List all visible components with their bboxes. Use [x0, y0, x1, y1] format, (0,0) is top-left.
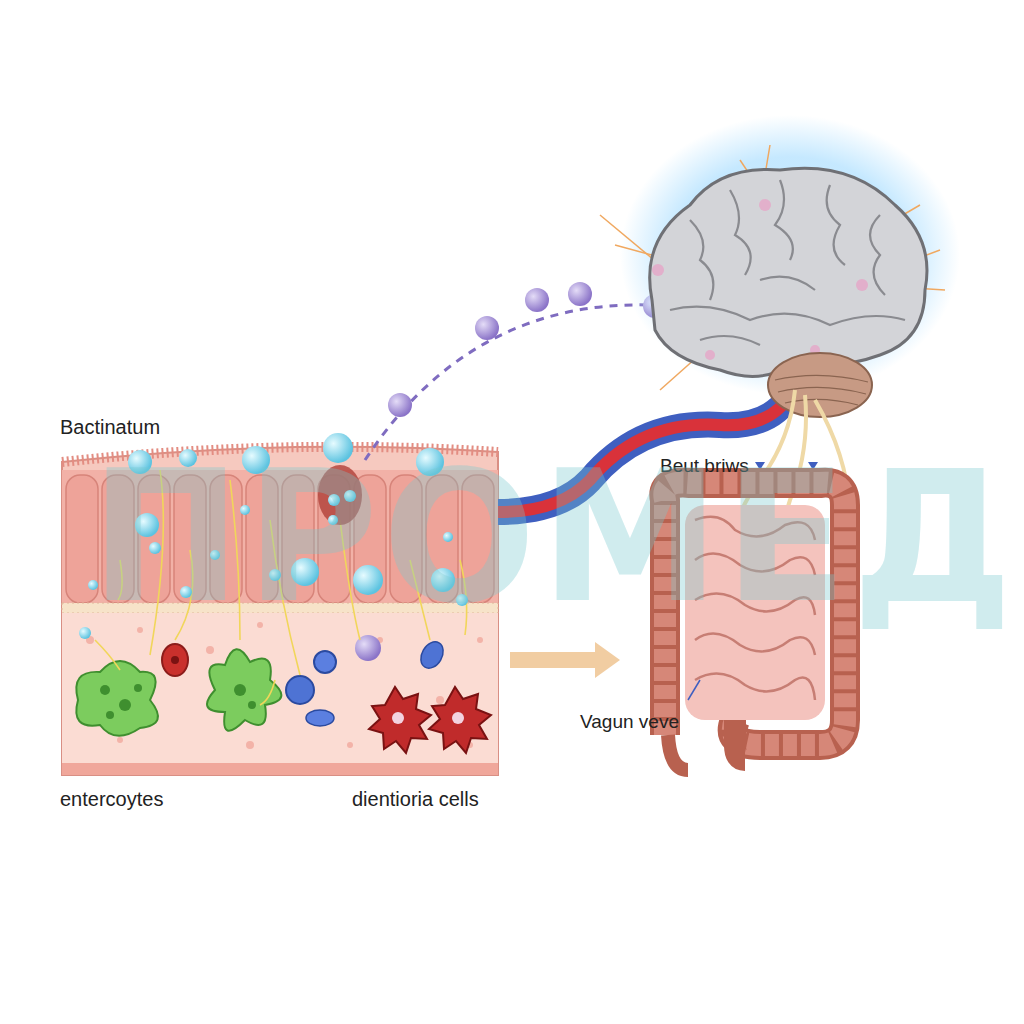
brain	[600, 115, 960, 417]
watermark: ПРОМЕД	[90, 432, 1017, 643]
cell-label: dientioria cells	[352, 788, 479, 811]
flow-arrow	[510, 642, 620, 678]
cell-label: entercoytes	[60, 788, 163, 811]
organ-label: Vagun veve	[580, 711, 679, 733]
